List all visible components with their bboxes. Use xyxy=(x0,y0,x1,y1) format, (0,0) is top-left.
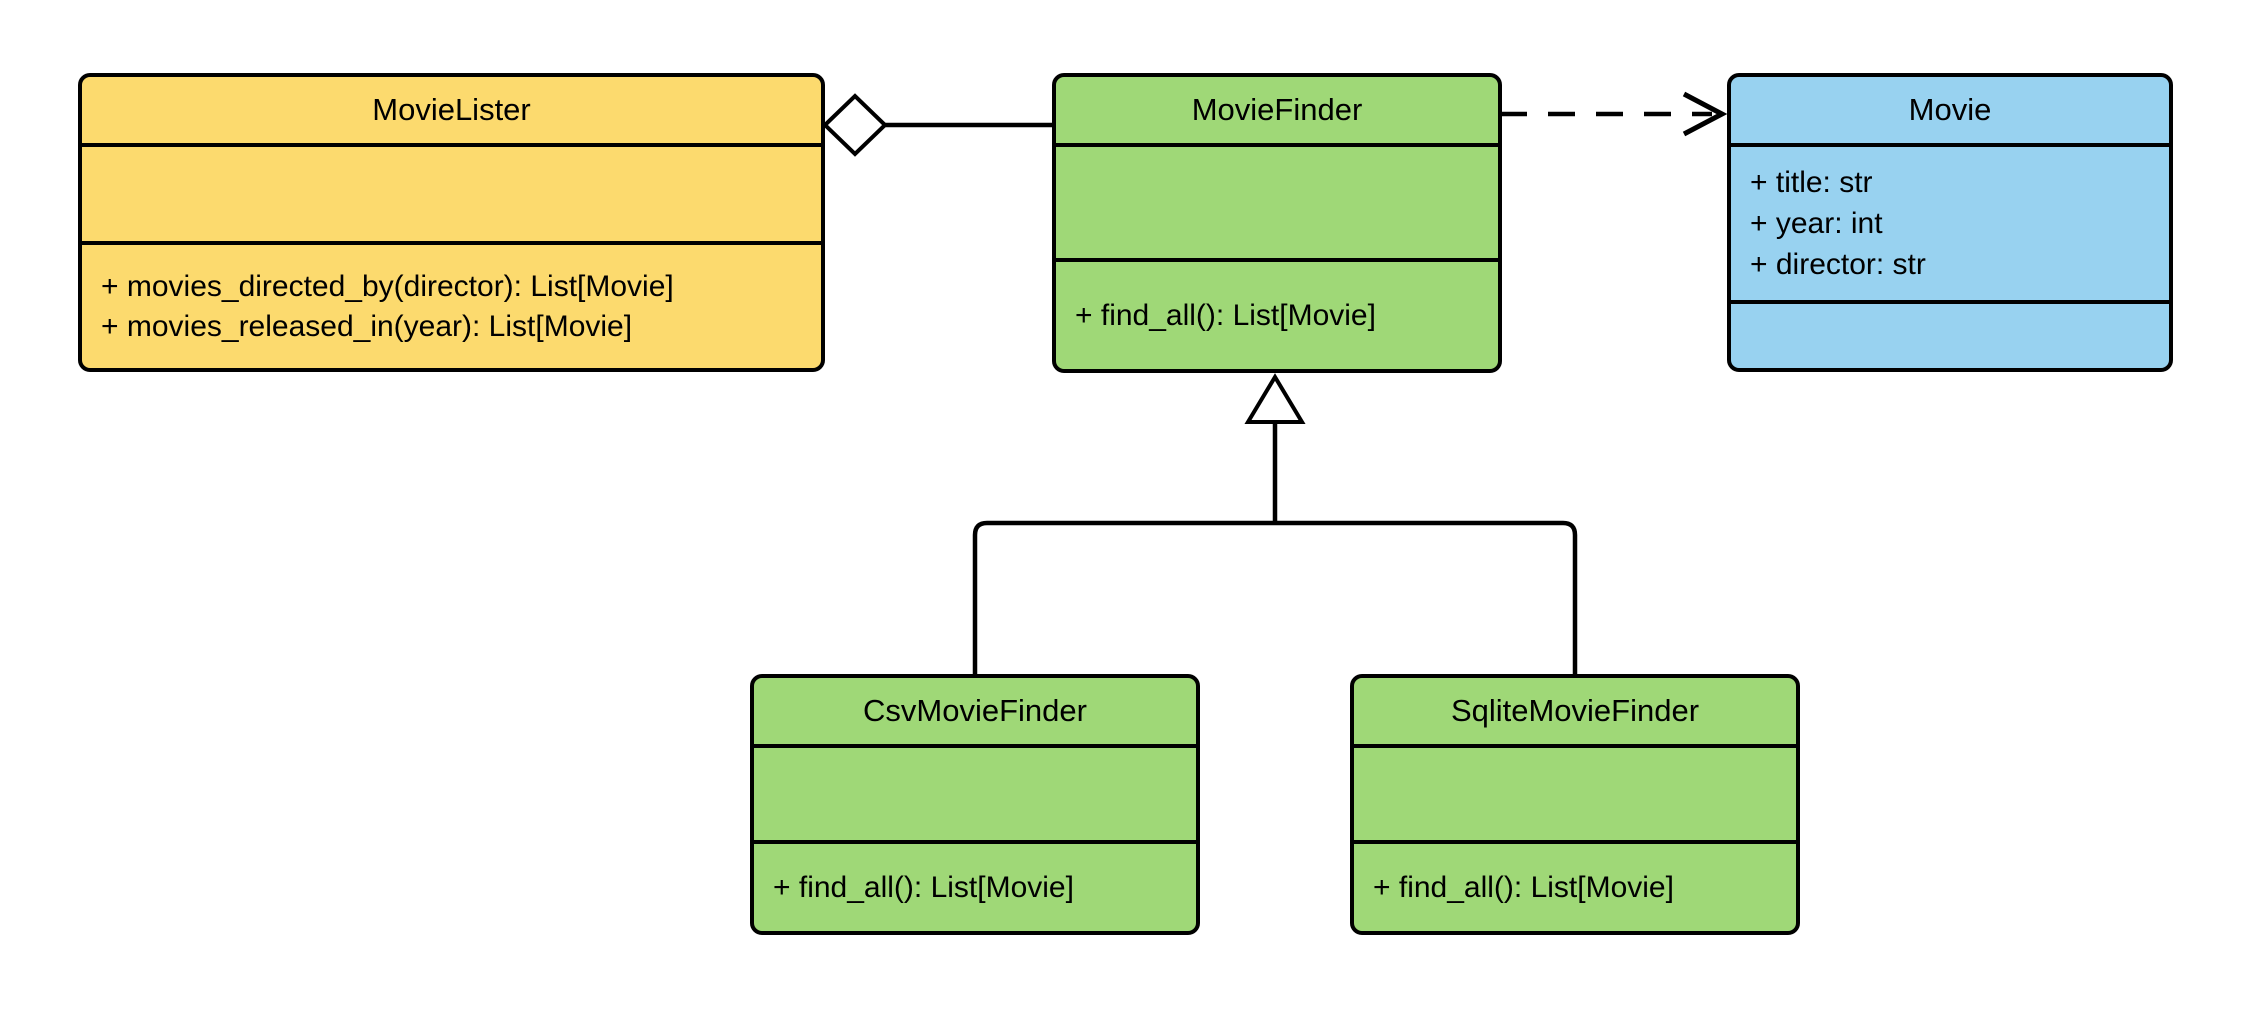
class-title: MovieFinder xyxy=(1056,77,1498,147)
generalization-connector[interactable] xyxy=(972,373,1578,674)
class-moviefinder[interactable]: MovieFinder + find_all(): List[Movie] xyxy=(1052,73,1502,373)
methods-compartment xyxy=(1731,304,2169,368)
methods-compartment: + find_all(): List[Movie] xyxy=(1354,844,1796,931)
class-sqlitemoviefinder[interactable]: SqliteMovieFinder + find_all(): List[Mov… xyxy=(1350,674,1800,935)
method-label: + movies_directed_by(director): List[Mov… xyxy=(101,269,674,303)
attributes-compartment: + title: str + year: int + director: str xyxy=(1731,147,2169,304)
method-label: + movies_released_in(year): List[Movie] xyxy=(101,309,633,343)
attribute-label: + year: int xyxy=(1750,207,1883,240)
method-label: + find_all(): List[Movie] xyxy=(1373,870,1674,904)
attributes-compartment xyxy=(754,748,1196,844)
class-movie[interactable]: Movie + title: str + year: int + directo… xyxy=(1727,73,2173,372)
aggregation-connector[interactable] xyxy=(822,93,1056,157)
class-title: Movie xyxy=(1731,77,2169,147)
methods-compartment: + movies_directed_by(director): List[Mov… xyxy=(82,245,821,368)
class-title: CsvMovieFinder xyxy=(754,678,1196,748)
attribute-label: + director: str xyxy=(1750,248,1926,281)
class-title: SqliteMovieFinder xyxy=(1354,678,1796,748)
dependency-connector[interactable] xyxy=(1500,91,1728,137)
attributes-compartment xyxy=(82,147,821,245)
method-label: + find_all(): List[Movie] xyxy=(773,870,1074,904)
attribute-label: + title: str xyxy=(1750,166,1873,199)
hollow-triangle-icon xyxy=(1244,373,1306,424)
attributes-compartment xyxy=(1056,147,1498,262)
class-title: MovieLister xyxy=(82,77,821,147)
attributes-compartment xyxy=(1354,748,1796,844)
class-movielister[interactable]: MovieLister + movies_directed_by(directo… xyxy=(78,73,825,372)
methods-compartment: + find_all(): List[Movie] xyxy=(754,844,1196,931)
open-arrowhead-icon xyxy=(1682,91,1728,137)
hollow-diamond-icon xyxy=(822,93,888,157)
class-csvmoviefinder[interactable]: CsvMovieFinder + find_all(): List[Movie] xyxy=(750,674,1200,935)
method-label: + find_all(): List[Movie] xyxy=(1075,298,1376,332)
methods-compartment: + find_all(): List[Movie] xyxy=(1056,262,1498,369)
